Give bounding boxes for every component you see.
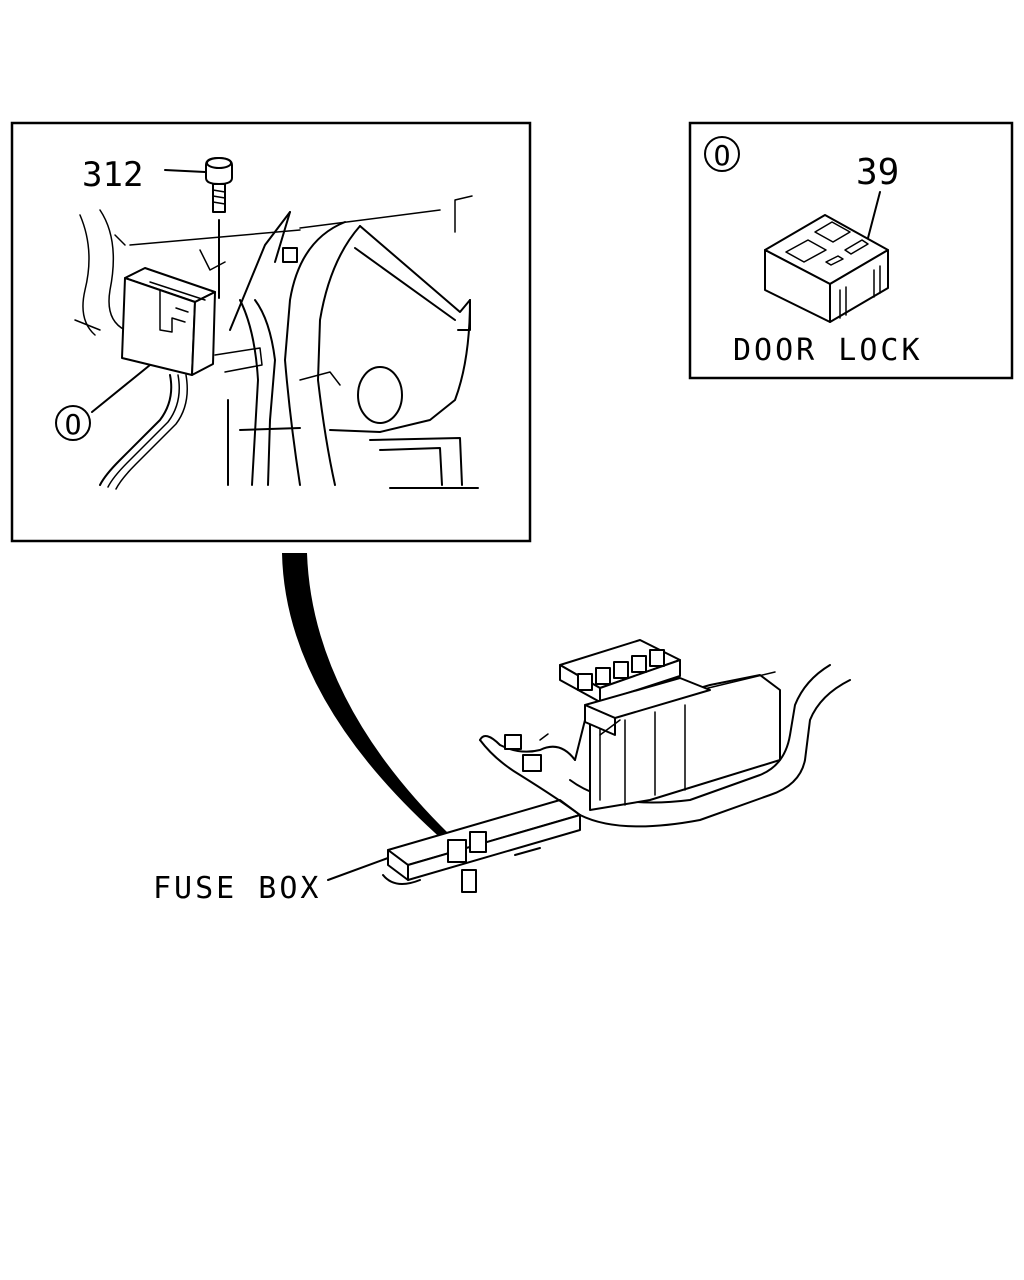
detail-marker-circle-right: [704, 136, 740, 172]
relay-leader-line: [867, 191, 881, 239]
detail-panel-relay: O 39 DOOR LOCK: [688, 121, 1014, 380]
bolt-leader-line: [164, 169, 206, 173]
detail-pointer-arrow: [282, 553, 450, 842]
dashboard-structure-drawing: [74, 195, 479, 489]
detail-marker-circle: [55, 405, 91, 441]
fuse-box-assembly-drawing: [382, 639, 851, 893]
relay-name: DOOR LOCK: [733, 333, 923, 368]
detail-marker-right: O: [714, 139, 731, 172]
detail-marker-left: O: [65, 408, 82, 441]
bolt-part-number: 312: [82, 155, 143, 195]
bolt-312-drawing: [205, 157, 233, 299]
door-lock-relay-installed: [99, 267, 216, 490]
detail-panel-mounting: 312 O: [10, 121, 532, 543]
fuse-box-label: FUSE BOX: [153, 871, 322, 906]
door-lock-relay-drawing: [764, 214, 889, 323]
relay-part-number: 39: [856, 152, 899, 193]
detail-marker-leader: [91, 364, 151, 413]
fuse-box-leader-line: [327, 857, 389, 881]
